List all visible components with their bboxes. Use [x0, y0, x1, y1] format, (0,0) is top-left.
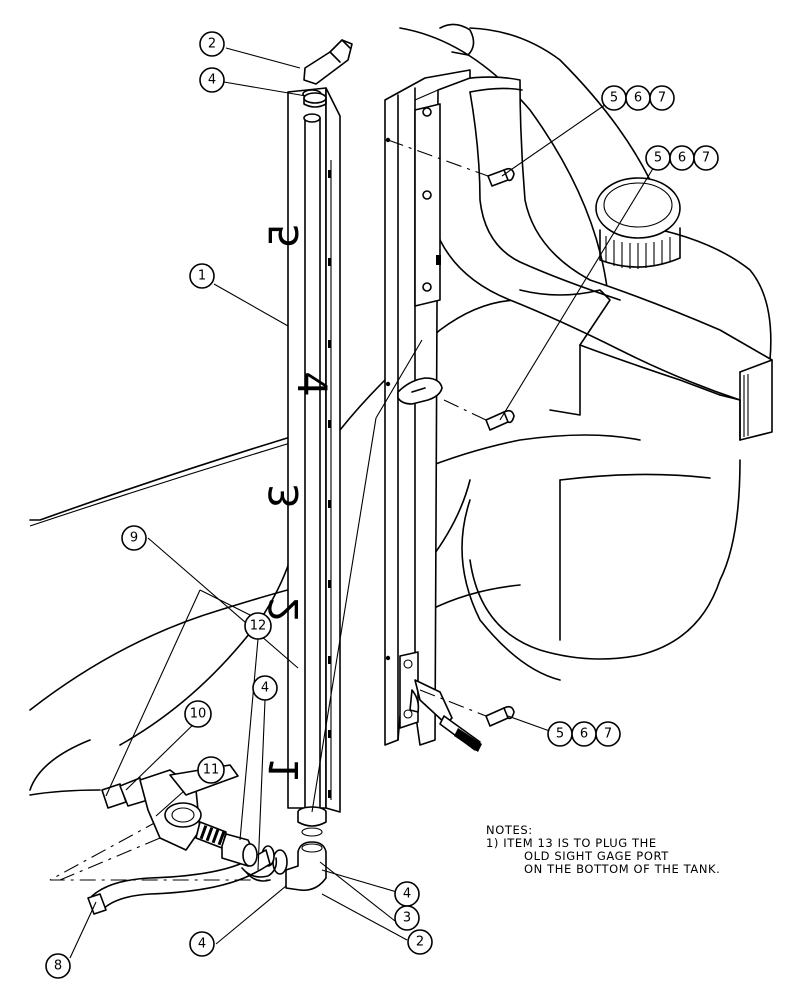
- svg-text:6: 6: [678, 151, 686, 166]
- balloon-2-top: 2: [199, 31, 225, 57]
- svg-text:4: 4: [261, 681, 269, 696]
- svg-text:5: 5: [610, 91, 618, 106]
- top-elbow-fitting: [303, 39, 353, 108]
- svg-text:5: 5: [654, 151, 662, 166]
- svg-text:12: 12: [250, 619, 267, 634]
- notes-line-2: OLD SIGHT GAGE PORT: [524, 849, 669, 863]
- balloon-group-5-6-7-c: 5 6 7: [547, 721, 621, 747]
- notes-line-1: 1) ITEM 13 IS TO PLUG THE: [486, 836, 657, 850]
- balloon-1: 1: [189, 263, 215, 289]
- notes-heading: NOTES:: [486, 823, 533, 837]
- balloon-12: 12: [244, 612, 272, 640]
- bottom-fittings: [49, 819, 327, 915]
- scale-mark-3: 3: [262, 483, 308, 508]
- svg-text:5: 5: [556, 727, 564, 742]
- gauge-scale: 5 4 3 2 1: [262, 223, 334, 782]
- scale-mark-5: 5: [262, 223, 308, 248]
- balloon-11: 11: [197, 756, 225, 784]
- svg-text:6: 6: [634, 91, 642, 106]
- balloon-group-5-6-7-a: 5 6 7: [601, 85, 675, 111]
- scale-mark-4: 4: [288, 371, 334, 396]
- svg-text:4: 4: [198, 937, 206, 952]
- svg-text:4: 4: [403, 887, 411, 902]
- scale-mark-2: 2: [262, 597, 308, 622]
- tank-outline: [29, 23, 772, 796]
- svg-text:7: 7: [702, 151, 710, 166]
- svg-text:3: 3: [403, 911, 411, 926]
- duct-channel: [429, 76, 773, 441]
- svg-text:1: 1: [198, 269, 206, 284]
- svg-text:10: 10: [190, 707, 207, 722]
- balloon-8: 8: [45, 953, 71, 979]
- svg-text:8: 8: [54, 959, 62, 974]
- balloon-4-bottom: 4: [189, 931, 215, 957]
- balloon-4-lower: 4: [394, 881, 420, 907]
- svg-text:6: 6: [580, 727, 588, 742]
- sight-gauge-tube: [287, 87, 341, 837]
- balloon-2-bottom: 2: [407, 929, 433, 955]
- mounting-bracket: [384, 69, 482, 752]
- svg-text:11: 11: [203, 763, 220, 778]
- notes-block: NOTES: 1) ITEM 13 IS TO PLUG THE OLD SIG…: [486, 823, 720, 876]
- valve-assembly: [59, 764, 278, 882]
- svg-text:2: 2: [208, 37, 216, 52]
- svg-text:9: 9: [130, 531, 138, 546]
- balloon-3: 3: [394, 905, 420, 931]
- scale-mark-1: 1: [262, 757, 308, 782]
- balloon-9: 9: [121, 525, 147, 551]
- svg-text:2: 2: [416, 935, 424, 950]
- balloon-group-5-6-7-b: 5 6 7: [645, 145, 719, 171]
- svg-text:7: 7: [604, 727, 612, 742]
- balloon-10: 10: [184, 700, 212, 728]
- item-balloons: 2 4 1 9 10 11 12 4: [45, 31, 719, 979]
- balloon-4-top: 4: [199, 67, 225, 93]
- svg-text:7: 7: [658, 91, 666, 106]
- leader-lines: [69, 47, 661, 959]
- svg-text:4: 4: [208, 73, 216, 88]
- balloon-4-mid: 4: [252, 675, 278, 701]
- notes-line-3: ON THE BOTTOM OF THE TANK.: [524, 862, 720, 876]
